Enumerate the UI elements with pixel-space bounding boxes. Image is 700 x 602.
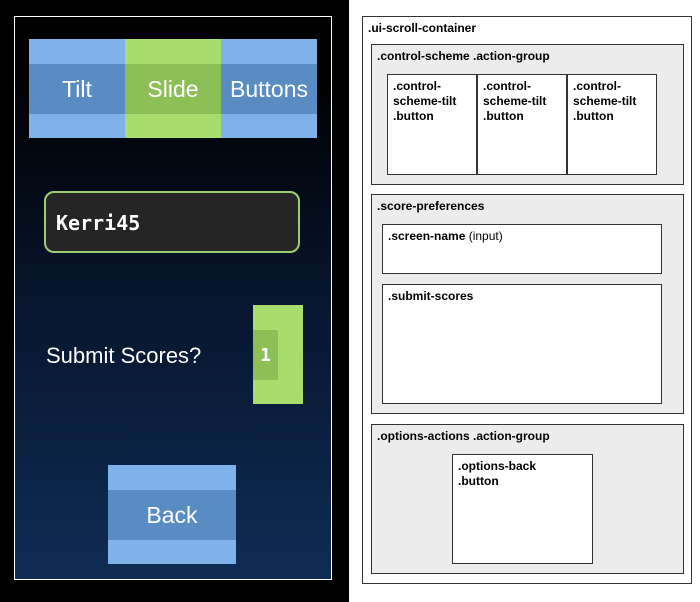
tab-band bbox=[221, 64, 317, 114]
box-caption: .screen-name (input) bbox=[388, 229, 503, 244]
tab-band bbox=[29, 64, 125, 114]
submit-scores-box: .submit-scores bbox=[382, 284, 662, 404]
tab-slide[interactable]: Slide bbox=[125, 39, 221, 138]
box-caption: .options-back .button bbox=[458, 459, 537, 488]
tab-label: Slide bbox=[147, 75, 199, 102]
tab-tilt[interactable]: Tilt bbox=[29, 39, 125, 138]
screen-name-caption: .screen-name bbox=[388, 229, 466, 243]
submit-scores-toggle[interactable]: 1 bbox=[253, 305, 303, 404]
tab-label: Tilt bbox=[62, 75, 92, 102]
box-caption: .submit-scores bbox=[388, 289, 474, 303]
control-button-box: .control-scheme-tilt .button bbox=[477, 74, 567, 175]
screen-name-type: (input) bbox=[465, 229, 503, 243]
screen-name-box: .screen-name (input) bbox=[382, 224, 662, 274]
back-button[interactable]: Back bbox=[108, 465, 236, 564]
submit-scores-label: Submit Scores? bbox=[46, 343, 202, 368]
tab-band bbox=[125, 64, 221, 114]
control-scheme-tabs: Tilt Slide Buttons bbox=[29, 39, 317, 138]
box-caption: .control-scheme-tilt .button bbox=[393, 79, 457, 123]
phone-screen: Tilt Slide Buttons Kerri45 Submit Scores… bbox=[14, 16, 332, 580]
box-caption: .options-actions .action-group bbox=[377, 429, 550, 443]
layout-diagram: .ui-scroll-container .control-scheme .ac… bbox=[349, 0, 700, 602]
toggle-knob: 1 bbox=[253, 330, 278, 380]
box-caption: .ui-scroll-container bbox=[368, 21, 477, 35]
control-button-box: .control-scheme-tilt .button bbox=[567, 74, 657, 175]
tab-label: Buttons bbox=[230, 75, 308, 102]
phone-mockup: Tilt Slide Buttons Kerri45 Submit Scores… bbox=[0, 0, 349, 602]
box-caption: .control-scheme-tilt .button bbox=[573, 79, 637, 123]
screen-name-input[interactable]: Kerri45 bbox=[44, 191, 300, 253]
options-back-box: .options-back .button bbox=[452, 454, 593, 564]
tab-buttons[interactable]: Buttons bbox=[221, 39, 317, 138]
box-caption: .score-preferences bbox=[377, 199, 485, 213]
back-band bbox=[108, 490, 236, 540]
back-label: Back bbox=[146, 501, 198, 528]
control-button-box: .control-scheme-tilt .button bbox=[387, 74, 477, 175]
box-caption: .control-scheme .action-group bbox=[377, 49, 550, 63]
box-caption: .control-scheme-tilt .button bbox=[483, 79, 547, 123]
